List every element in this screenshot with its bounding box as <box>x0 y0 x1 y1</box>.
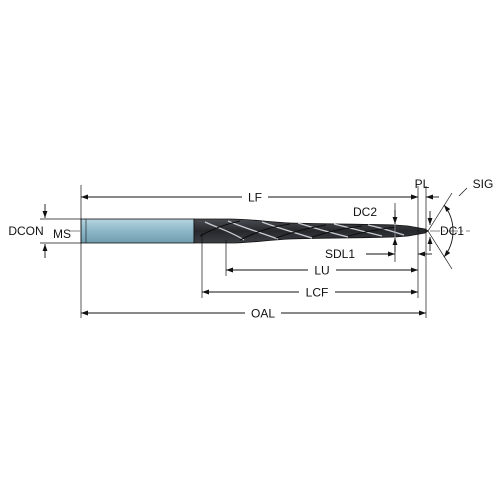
label-dcon: DCON <box>8 224 43 238</box>
label-sig: SIG <box>473 177 494 191</box>
flute-shadows <box>199 220 397 241</box>
label-ms: MS <box>53 227 71 241</box>
label-lcf: LCF <box>306 286 329 300</box>
dim-sig-arc <box>443 204 454 258</box>
tool-shank <box>80 218 195 244</box>
label-oal: OAL <box>251 307 275 321</box>
label-lu: LU <box>314 264 329 278</box>
label-sdl1: SDL1 <box>325 247 355 261</box>
sig-leader <box>458 187 468 197</box>
label-lf: LF <box>248 191 262 205</box>
label-dc1: DC1 <box>440 224 464 238</box>
label-pl: PL <box>415 177 430 191</box>
label-dc2: DC2 <box>353 205 377 219</box>
